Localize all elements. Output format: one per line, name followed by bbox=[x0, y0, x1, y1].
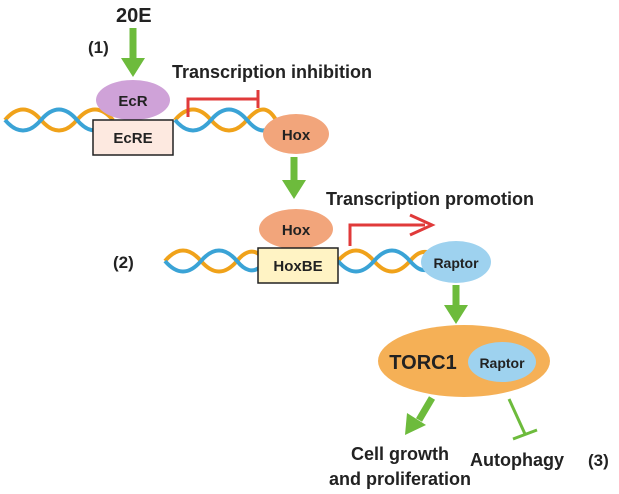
promotion-arrowhead bbox=[409, 213, 436, 237]
torc1-label: TORC1 bbox=[389, 352, 456, 374]
hox-bound-protein bbox=[259, 209, 333, 249]
hox-top-label: Hox bbox=[282, 127, 311, 144]
growth-arrow-head bbox=[405, 413, 426, 435]
step-3-label: (3) bbox=[588, 451, 609, 470]
hox-bound-label: Hox bbox=[282, 222, 311, 239]
outcome-autophagy: Autophagy bbox=[470, 450, 564, 470]
inhibition-bracket bbox=[186, 97, 258, 117]
ecre-label: EcRE bbox=[113, 130, 152, 147]
step-1-label: (1) bbox=[88, 38, 109, 57]
hoxbe-label: HoxBE bbox=[273, 258, 322, 275]
raptor-in-complex bbox=[468, 342, 536, 382]
autophagy-inhibit-bar bbox=[512, 428, 538, 441]
ecr-receptor bbox=[96, 80, 170, 120]
signal-20e-label: 20E bbox=[116, 5, 152, 27]
transcription-inhibition-label: Transcription inhibition bbox=[172, 62, 372, 82]
ecre-box bbox=[92, 119, 174, 156]
outcome-growth-line2: and proliferation bbox=[329, 469, 471, 489]
raptor-arrow-head bbox=[444, 305, 468, 324]
hoxbe-box bbox=[257, 247, 339, 284]
raptor-top-label: Raptor bbox=[433, 255, 479, 271]
raptor-gene-product bbox=[421, 241, 491, 283]
autophagy-inhibit-line bbox=[507, 398, 527, 435]
growth-arrow-shaft bbox=[415, 396, 436, 422]
promotion-bracket bbox=[348, 223, 425, 246]
dna-helix-middle bbox=[163, 248, 428, 274]
raptor-complex-label: Raptor bbox=[479, 355, 525, 371]
transcription-promotion-label: Transcription promotion bbox=[326, 189, 534, 209]
outcome-growth-line1: Cell growth bbox=[351, 444, 449, 464]
hox-arrow-head bbox=[282, 180, 306, 199]
step-2-label: (2) bbox=[113, 253, 134, 272]
signal-arrow-head bbox=[121, 58, 145, 77]
hox-gene-product bbox=[263, 114, 329, 154]
ecr-label: EcR bbox=[118, 93, 147, 110]
